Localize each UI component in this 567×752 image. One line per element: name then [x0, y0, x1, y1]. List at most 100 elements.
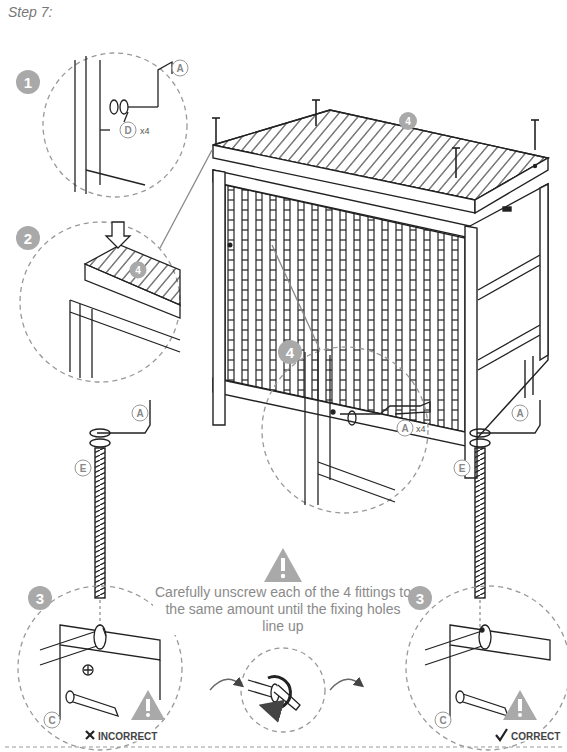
- detail-2-stroke: [106, 222, 130, 248]
- warning-icon: [264, 548, 302, 582]
- detail-4-stroke: [272, 245, 320, 350]
- detail-4-stroke: [329, 355, 330, 480]
- detail-2-stroke: [70, 300, 180, 340]
- cot-frame-stroke: [524, 360, 525, 398]
- detail-1-stroke: [99, 60, 100, 185]
- cross-mark-stroke: [86, 731, 94, 739]
- detail-3-incorrect-stroke: [159, 660, 160, 700]
- rotate-detail-stroke: [330, 679, 360, 690]
- detail-2: [20, 150, 212, 382]
- detail-2-stroke: [160, 150, 212, 248]
- detail-4-stroke: [340, 413, 380, 414]
- cot-frame-stroke: [478, 335, 540, 370]
- part-letter: D: [120, 122, 137, 139]
- rotate-detail-stroke: [274, 685, 300, 710]
- detail-2-stroke: [70, 312, 180, 352]
- detail-3-incorrect-stroke: [66, 691, 74, 703]
- part-letter: A: [512, 405, 529, 422]
- screw-stroke: [212, 117, 220, 119]
- cot-frame-stroke: [503, 207, 511, 211]
- detail-3-correct-stroke: [456, 691, 464, 703]
- screw-stroke: [315, 100, 317, 126]
- mattress-base-stroke: [213, 145, 475, 213]
- screw-stroke: [455, 148, 457, 178]
- detail-4-stroke: [318, 474, 395, 502]
- cross-mark-stroke: [86, 731, 94, 739]
- callout-number: 3: [408, 586, 432, 610]
- callout-number: 1: [16, 70, 40, 94]
- screw-stroke: [312, 99, 320, 101]
- detail-1-stroke: [120, 100, 128, 114]
- warning-icon-stroke: [518, 699, 522, 711]
- detail-1-stroke: [158, 62, 172, 107]
- part-letter: A: [132, 405, 149, 422]
- detail-3-incorrect-stroke: [83, 665, 93, 675]
- rotate-detail-stroke: [241, 648, 325, 732]
- verdict-label: CORRECT: [510, 731, 561, 742]
- bolt-left-stroke: [90, 429, 110, 437]
- detail-4-stroke: [318, 462, 395, 490]
- warning-icon: [131, 690, 165, 720]
- detail-1-stroke: [85, 56, 86, 194]
- bolt-left-stroke: [95, 448, 105, 598]
- warning-icon-stroke: [281, 558, 285, 571]
- bolt-right-stroke: [475, 448, 485, 598]
- detail-3-correct-stroke: [425, 630, 485, 665]
- warning-icon-stroke: [281, 574, 285, 578]
- warning-icon-stroke: [503, 690, 537, 720]
- divider: [5, 747, 562, 748]
- detail-3-incorrect-stroke: [70, 693, 118, 716]
- detail-1-stroke: [124, 112, 128, 122]
- mattress-base-stroke: [475, 158, 548, 213]
- part-number: 4: [399, 112, 417, 130]
- cot-frame-stroke: [213, 378, 470, 447]
- mattress-base: [212, 100, 548, 213]
- detail-4-stroke: [380, 402, 430, 414]
- quantity: x4: [139, 126, 151, 136]
- bolt-right-stroke: [470, 429, 490, 437]
- screw-stroke: [215, 118, 217, 146]
- detail-3-correct: [406, 586, 567, 750]
- detail-1-stroke: [86, 170, 145, 185]
- warning-icon-stroke: [146, 713, 150, 717]
- detail-2-stroke: [91, 309, 92, 378]
- detail-3-incorrect-stroke: [84, 666, 92, 674]
- detail-1-stroke: [74, 60, 75, 192]
- cot-frame-stroke: [478, 325, 540, 360]
- detail-1: [43, 53, 187, 197]
- part-letter: A: [172, 60, 189, 77]
- detail-3-correct-stroke: [480, 628, 484, 632]
- detail-4-stroke: [348, 411, 356, 425]
- detail-3-correct-stroke: [450, 625, 550, 660]
- warning-icon-stroke: [264, 548, 302, 582]
- warning-icon-stroke: [146, 699, 150, 711]
- detail-3-correct-stroke: [460, 693, 508, 716]
- callout-number: 4: [278, 340, 302, 364]
- detail-3-incorrect-stroke: [59, 645, 60, 720]
- part-letter: E: [454, 460, 471, 477]
- detail-3-correct-stroke: [406, 586, 567, 750]
- check-mark: [496, 729, 507, 740]
- warning-icon-stroke: [131, 690, 165, 720]
- rotate-detail-stroke: [268, 677, 290, 709]
- screw: [212, 100, 539, 178]
- warning-icon: [503, 690, 537, 720]
- detail-1-stroke: [100, 129, 110, 130]
- cross-mark: [86, 731, 94, 739]
- part-letter: C: [44, 712, 61, 729]
- cot-frame: [213, 170, 548, 478]
- part-number: 4: [130, 262, 147, 279]
- cot-frame-stroke: [228, 243, 232, 247]
- mattress-base-stroke: [534, 165, 537, 168]
- detail-4: [262, 245, 430, 513]
- part-letter: E: [75, 460, 92, 477]
- detail-1-stroke: [128, 106, 158, 107]
- detail-4-stroke: [331, 410, 335, 414]
- detail-3-incorrect-stroke: [94, 625, 106, 649]
- screw-stroke: [531, 119, 539, 121]
- screw-stroke: [534, 120, 536, 150]
- bolt-left-stroke: [97, 400, 150, 433]
- detail-3-incorrect-stroke: [60, 625, 160, 660]
- detail-3-incorrect-stroke: [40, 630, 100, 665]
